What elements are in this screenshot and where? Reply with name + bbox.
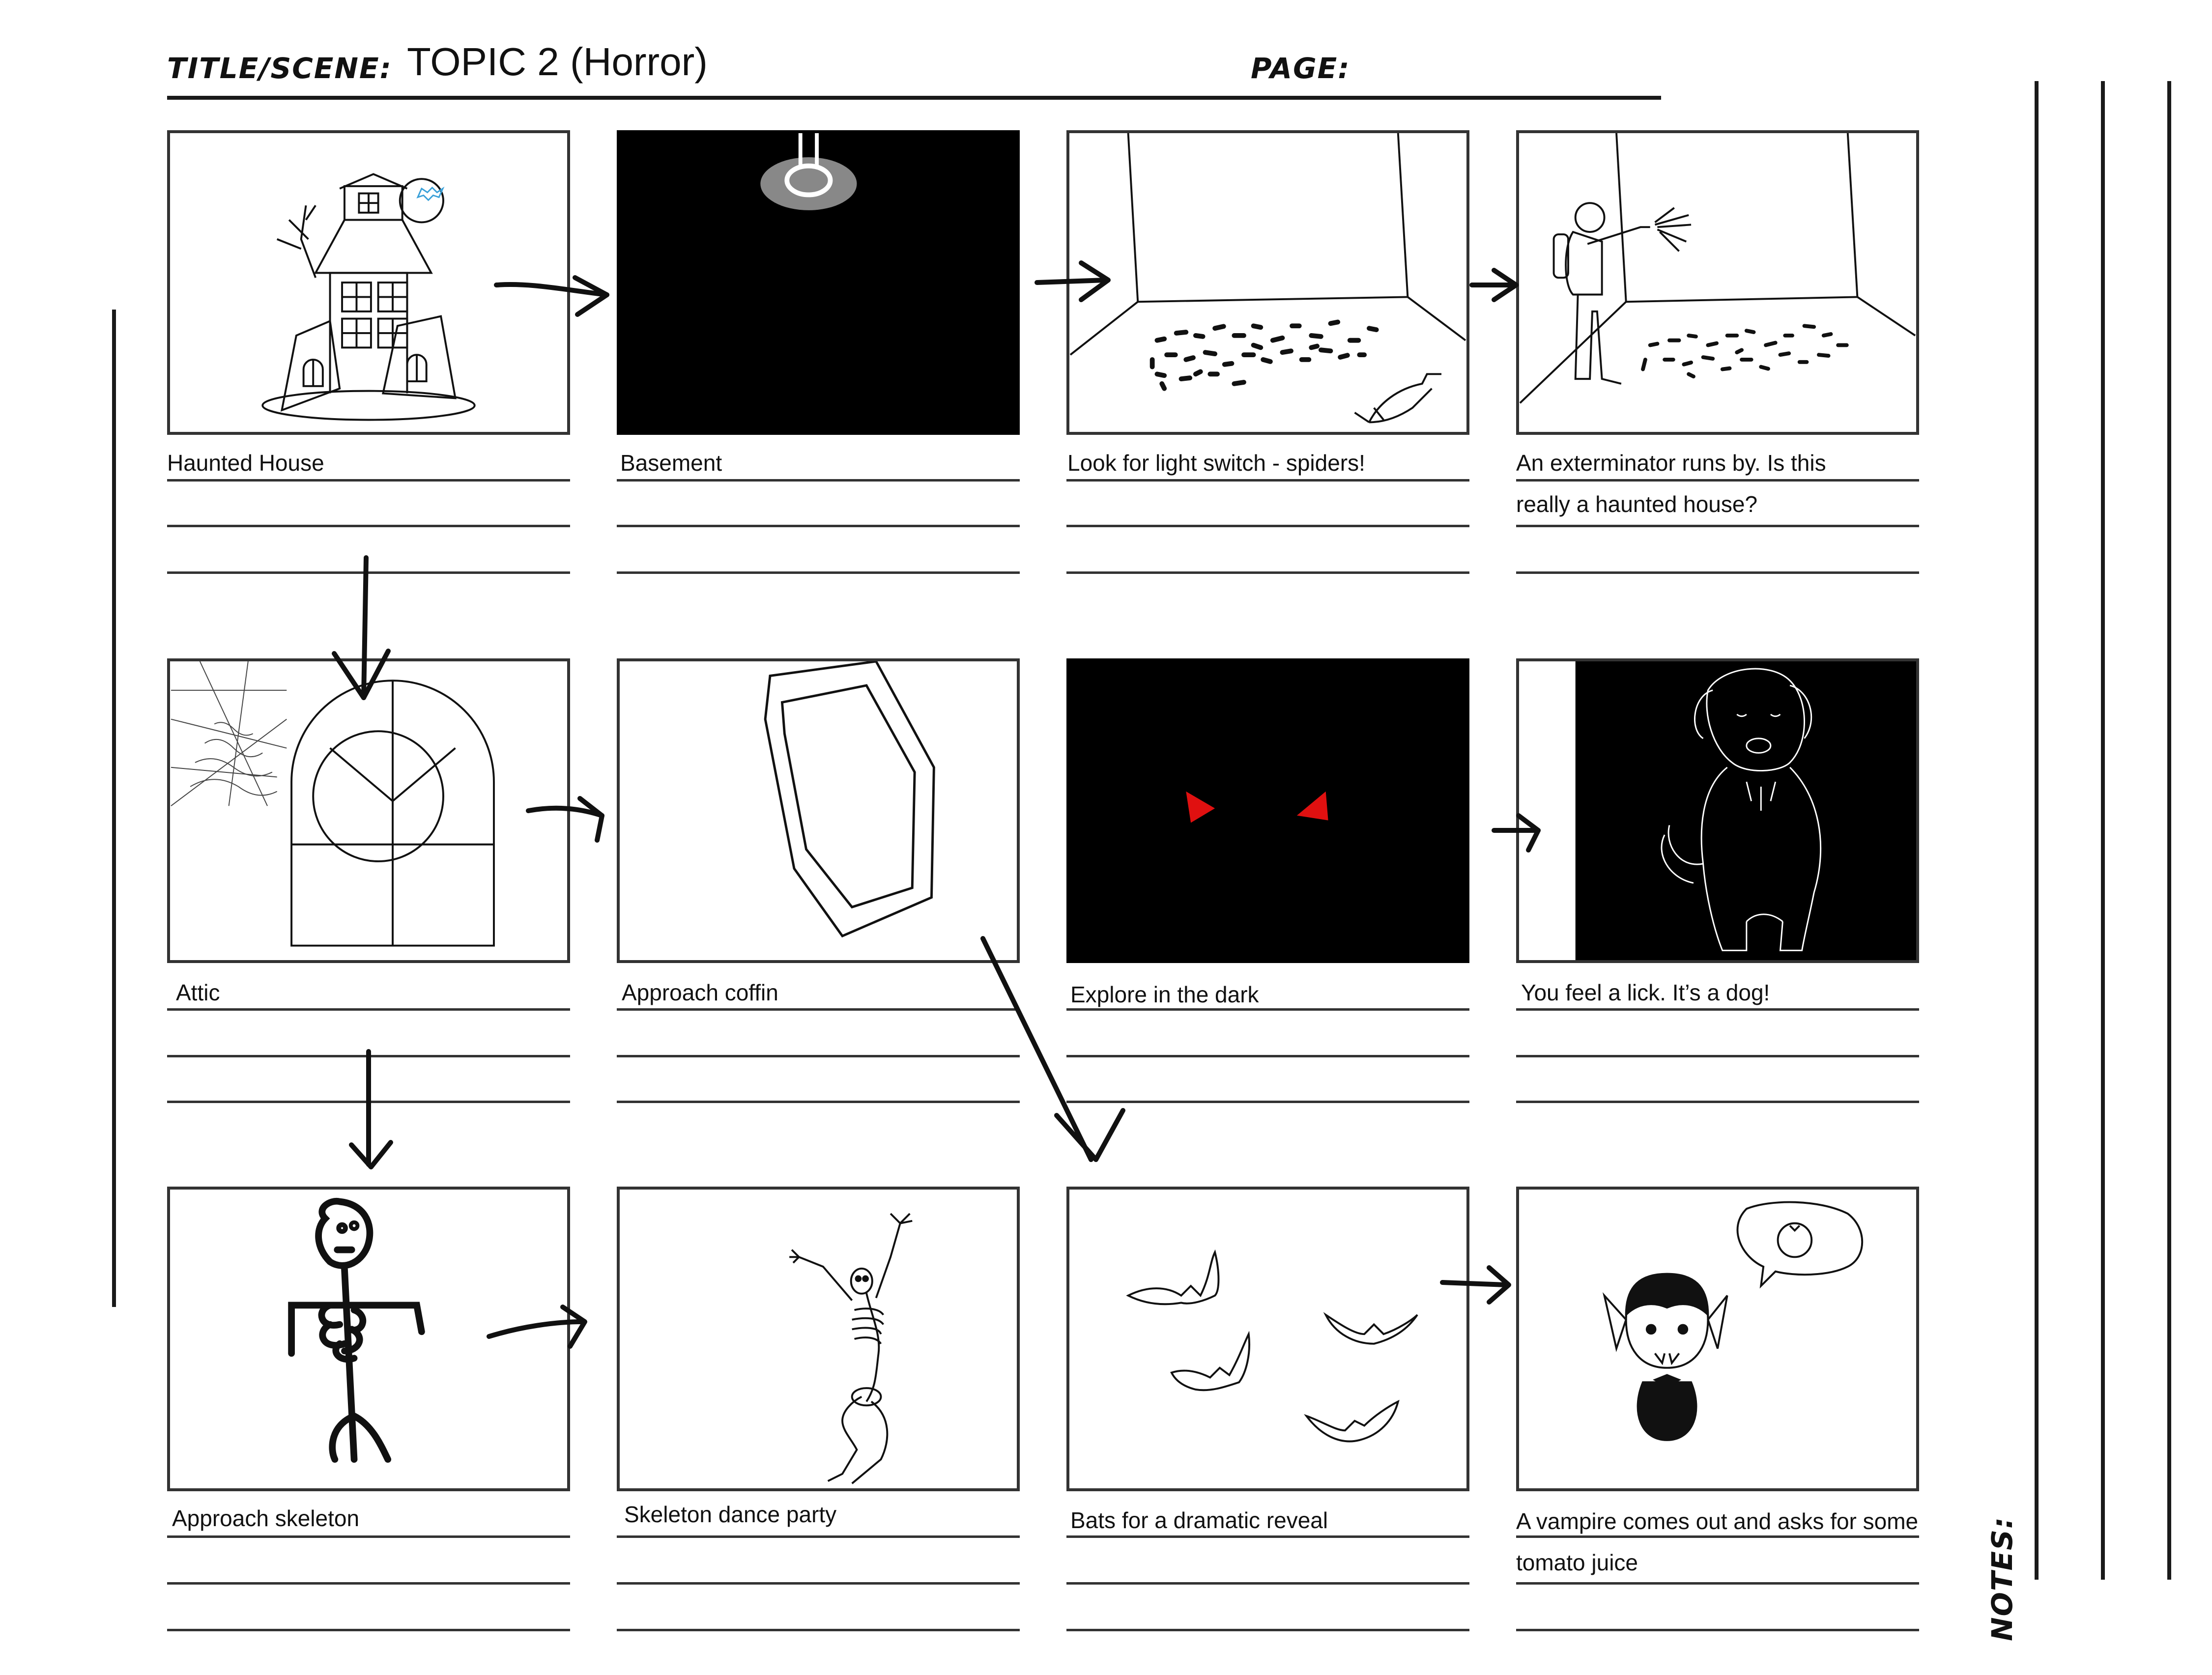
panel-basement	[617, 130, 1020, 435]
writing-line	[1066, 479, 1469, 482]
writing-line	[1066, 1629, 1469, 1631]
left-margin-line	[112, 310, 116, 1307]
writing-line	[167, 1008, 570, 1011]
panel-bats	[1066, 1187, 1469, 1491]
writing-line	[1066, 1055, 1469, 1057]
panel-haunted-house	[167, 130, 570, 435]
panel-exterminator	[1516, 130, 1919, 435]
caption-explore-dark: Explore in the dark	[1070, 982, 1259, 1007]
writing-line	[1516, 1582, 1919, 1585]
bat-icon	[1323, 1312, 1418, 1345]
arrow-icon	[1469, 268, 1519, 302]
writing-line	[167, 1629, 570, 1631]
writing-line	[1516, 571, 1919, 574]
bat-icon	[1170, 1331, 1251, 1391]
writing-line	[1066, 1535, 1469, 1538]
notes-line-2	[2101, 81, 2105, 1580]
glowing-eyes-drawing	[1070, 661, 1466, 960]
basement-lightbulb-drawing	[620, 133, 1016, 432]
dancing-skeleton-drawing	[789, 1213, 913, 1484]
writing-line	[1516, 525, 1919, 527]
writing-line	[617, 1008, 1020, 1011]
vampire-drawing	[1602, 1201, 1863, 1441]
bats-drawing	[1126, 1249, 1418, 1443]
caption-vampire-line1: A vampire comes out and asks for some	[1516, 1508, 1919, 1534]
scene-title: TOPIC 2 (Horror)	[407, 40, 708, 84]
arrow-icon	[980, 936, 1125, 1162]
coffin-drawing	[764, 661, 935, 938]
page-label: PAGE:	[1251, 52, 1350, 85]
notes-line-1	[2035, 81, 2039, 1580]
spiders-room-drawing	[1069, 133, 1466, 424]
red-eye-icon	[1186, 791, 1215, 823]
writing-line	[1516, 479, 1919, 482]
writing-line	[1516, 1055, 1919, 1057]
stick-skeleton-drawing	[288, 1197, 425, 1463]
caption-exterminator-line1: An exterminator runs by. Is this	[1516, 450, 1826, 476]
writing-line	[167, 1582, 570, 1585]
caption-dog: You feel a lick. It’s a dog!	[1521, 980, 1770, 1005]
writing-line	[617, 1101, 1020, 1103]
caption-approach-skeleton: Approach skeleton	[172, 1505, 360, 1531]
writing-line	[167, 1055, 570, 1057]
writing-line	[1066, 1008, 1469, 1011]
dog-drawing	[1575, 661, 1916, 960]
writing-line	[1066, 1101, 1469, 1103]
notes-line-3	[2167, 81, 2171, 1580]
haunted-house-drawing	[261, 173, 476, 421]
writing-line	[167, 1535, 570, 1538]
caption-attic: Attic	[176, 980, 220, 1005]
exterminator-drawing	[1519, 133, 1916, 404]
arrow-icon	[349, 1049, 393, 1169]
writing-line	[617, 525, 1020, 527]
notes-label: NOTES:	[1985, 1516, 2019, 1641]
panel-approach-coffin	[617, 658, 1020, 963]
panel-light-switch-spiders	[1066, 130, 1469, 435]
writing-line	[1066, 1582, 1469, 1585]
caption-vampire-line2: tomato juice	[1516, 1550, 1638, 1575]
attic-window-drawing	[171, 661, 495, 947]
writing-line	[167, 571, 570, 574]
caption-exterminator-line2: really a haunted house?	[1516, 491, 1758, 517]
panel-skeleton-dance	[617, 1187, 1020, 1491]
title-scene-label: TITLE/SCENE:	[167, 52, 392, 85]
bat-icon	[1126, 1249, 1220, 1306]
writing-line	[1066, 571, 1469, 574]
writing-line	[617, 571, 1020, 574]
writing-line	[1516, 1535, 1919, 1538]
writing-line	[617, 1582, 1020, 1585]
caption-haunted-house: Haunted House	[167, 450, 324, 476]
writing-line	[167, 1101, 570, 1103]
panel-dog	[1516, 658, 1919, 963]
panel-explore-dark	[1066, 658, 1469, 963]
writing-line	[1516, 1101, 1919, 1103]
panel-attic	[167, 658, 570, 963]
caption-bats: Bats for a dramatic reveal	[1070, 1507, 1328, 1533]
writing-line	[617, 1629, 1020, 1631]
writing-line	[617, 1055, 1020, 1057]
caption-light-switch-spiders: Look for light switch - spiders!	[1067, 450, 1365, 476]
writing-line	[1516, 1629, 1919, 1631]
bat-icon	[1304, 1399, 1400, 1443]
tomato-icon	[1777, 1222, 1813, 1258]
header-underline	[167, 96, 1661, 100]
writing-line	[1516, 1008, 1919, 1011]
writing-line	[167, 479, 570, 482]
writing-line	[617, 1535, 1020, 1538]
caption-approach-coffin: Approach coffin	[622, 980, 778, 1005]
panel-approach-skeleton	[167, 1187, 570, 1491]
red-eye-icon	[1296, 791, 1328, 821]
caption-basement: Basement	[620, 450, 722, 476]
writing-line	[167, 525, 570, 527]
caption-skeleton-dance: Skeleton dance party	[624, 1502, 837, 1527]
writing-line	[617, 479, 1020, 482]
panel-vampire	[1516, 1187, 1919, 1491]
writing-line	[1066, 525, 1469, 527]
